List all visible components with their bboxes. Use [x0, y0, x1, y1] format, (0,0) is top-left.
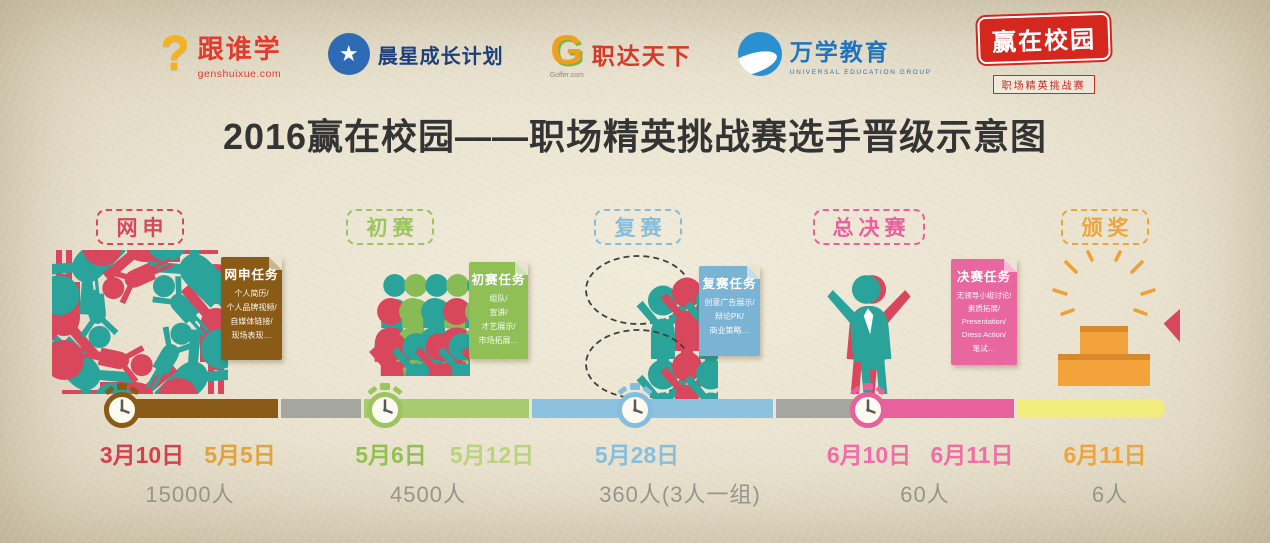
task-note-line: 组队/ — [489, 294, 508, 303]
task-note-line: 个人品牌视频/ — [226, 303, 277, 312]
task-note-title: 决赛任务 — [956, 270, 1011, 284]
yingzaixiaoyuan-badge: 赢在校园 — [976, 12, 1111, 64]
applicants-burst-icon — [52, 250, 228, 394]
count-grand-final: 60人 — [900, 482, 950, 507]
winner-person-icon — [1164, 265, 1180, 396]
date-prelim-start: 5月6日 — [355, 442, 427, 468]
clock-icon-preliminary — [367, 383, 403, 428]
logo-bar: ? 跟谁学 genshuixue.com ★ 晨星成长计划 G Goffer.c… — [0, 12, 1270, 94]
zhida-name: 职达天下 — [591, 43, 692, 69]
task-note-line: Presentation/ — [961, 317, 1007, 327]
task-note-line: 现场表现… — [231, 331, 272, 340]
task-note-line: 宣讲/ — [489, 308, 508, 317]
timeline-segment-grand-final — [858, 399, 1014, 418]
highfive-finalists-icon — [806, 256, 932, 394]
stage-badge-award: 颁奖 — [1061, 209, 1149, 245]
stage-label: 颁奖 — [1081, 217, 1134, 240]
task-note-line: 商业策略… — [709, 326, 750, 335]
team-group — [585, 329, 718, 402]
clock-icon-grand-final — [850, 383, 886, 428]
task-note-title: 初赛任务 — [471, 273, 526, 287]
task-note-line: 才艺展示/ — [481, 322, 516, 331]
logo-chenxing: ★ 晨星成长计划 — [327, 33, 504, 75]
logo-yingzaixiaoyuan: 赢在校园 职场精英挑战赛 — [976, 12, 1111, 94]
count-preliminary: 4500人 — [390, 482, 466, 507]
task-note-line: 创意广告展示/ — [704, 298, 755, 307]
task-note-preliminary: 初赛任务 组队/ 宣讲/ 才艺展示/ 市场拓展… — [469, 262, 528, 359]
logo-wanxue: 万学教育 UNIVERSAL EDUCATION GROUP — [737, 32, 932, 76]
question-mark-logo-icon: ? — [160, 27, 190, 80]
stage-label: 复赛 — [614, 217, 667, 240]
person-icon — [369, 274, 470, 376]
stage-badge-preliminary: 初赛 — [346, 209, 434, 245]
genshuixue-name: 跟谁学 — [197, 33, 282, 64]
swoosh-icon — [737, 46, 780, 76]
zhida-caption: Goffer.com — [549, 72, 584, 79]
team-groups-icon — [585, 255, 718, 402]
clock-icon-semifinal — [617, 383, 653, 428]
task-note-line: 素质拓展/ — [967, 304, 1001, 314]
podium — [1058, 326, 1150, 386]
stage-label: 初赛 — [366, 217, 419, 240]
date-award: 6月11日 — [1063, 442, 1147, 468]
rays-icon — [1052, 250, 1156, 316]
star-circle-icon: ★ — [327, 33, 370, 75]
count-semifinal: 360人(3人一组) — [599, 482, 761, 507]
logo-zhida: G Goffer.com 职达天下 — [549, 26, 692, 80]
date-apply-open: 3月10日 — [99, 442, 185, 468]
wanxue-globe-icon — [737, 32, 782, 76]
person-icon — [52, 250, 228, 394]
task-note-title: 复赛任务 — [702, 277, 757, 291]
timeline-connector — [776, 399, 855, 418]
task-note-line: 市场拓展… — [478, 336, 519, 345]
task-note-line: 个人简历/ — [234, 289, 269, 298]
timeline-segment-preliminary — [364, 399, 529, 418]
task-note-grand-final: 决赛任务 无领导小组讨论/ 素质拓展/ Presentation/ Dress … — [951, 259, 1017, 365]
timeline-connector — [281, 399, 361, 418]
wanxue-name: 万学教育 — [789, 38, 890, 65]
task-note-line: 辩论PK/ — [715, 312, 744, 321]
task-note-line: Dress Action/ — [961, 330, 1007, 340]
clock-icon-online-application — [104, 383, 140, 428]
task-note-line: 自媒体链接/ — [230, 317, 273, 326]
stage-badge-grand-final: 总决赛 — [813, 209, 925, 245]
team-group — [585, 255, 718, 388]
page-title: 2016赢在校园——职场精英挑战赛选手晋级示意图 — [222, 116, 1048, 157]
yingzaixiaoyuan-subtitle: 职场精英挑战赛 — [992, 74, 1095, 94]
date-final-end: 6月11日 — [930, 442, 1014, 468]
count-online-application: 15000人 — [145, 482, 235, 507]
stage-badge-online-application: 网申 — [96, 209, 184, 245]
task-note-line: 笔试… — [972, 343, 996, 353]
date-final-start: 6月10日 — [826, 442, 912, 468]
stage-badge-semifinal: 复赛 — [594, 209, 682, 245]
task-note-semifinal: 复赛任务 创意广告展示/ 辩论PK/ 商业策略… — [699, 266, 760, 356]
task-note-line: 无领导小组讨论/ — [956, 291, 1012, 300]
date-apply-close: 5月5日 — [204, 442, 276, 468]
stage-label: 总决赛 — [832, 217, 911, 240]
stage-label: 网申 — [116, 217, 169, 240]
count-award: 6人 — [1091, 482, 1129, 507]
genshuixue-domain: genshuixue.com — [197, 67, 282, 80]
winner-podium-icon — [1052, 250, 1180, 396]
g-logo-icon: G — [550, 26, 584, 73]
wanxue-subtitle: UNIVERSAL EDUCATION GROUP — [789, 68, 932, 76]
timeline-segment-award — [1017, 399, 1165, 418]
crowd-icon — [318, 272, 470, 376]
star-icon: ★ — [338, 41, 359, 66]
task-note-title: 网申任务 — [224, 268, 279, 282]
logo-genshuixue: ? 跟谁学 genshuixue.com — [160, 29, 281, 80]
timeline-segment-online-application — [104, 399, 278, 418]
date-prelim-end: 5月12日 — [449, 442, 535, 468]
chenxing-name: 晨星成长计划 — [377, 45, 504, 68]
task-note-online-application: 网申任务 个人简历/ 个人品牌视频/ 自媒体链接/ 现场表现… — [221, 257, 282, 360]
date-semifinal: 5月28日 — [594, 442, 680, 468]
